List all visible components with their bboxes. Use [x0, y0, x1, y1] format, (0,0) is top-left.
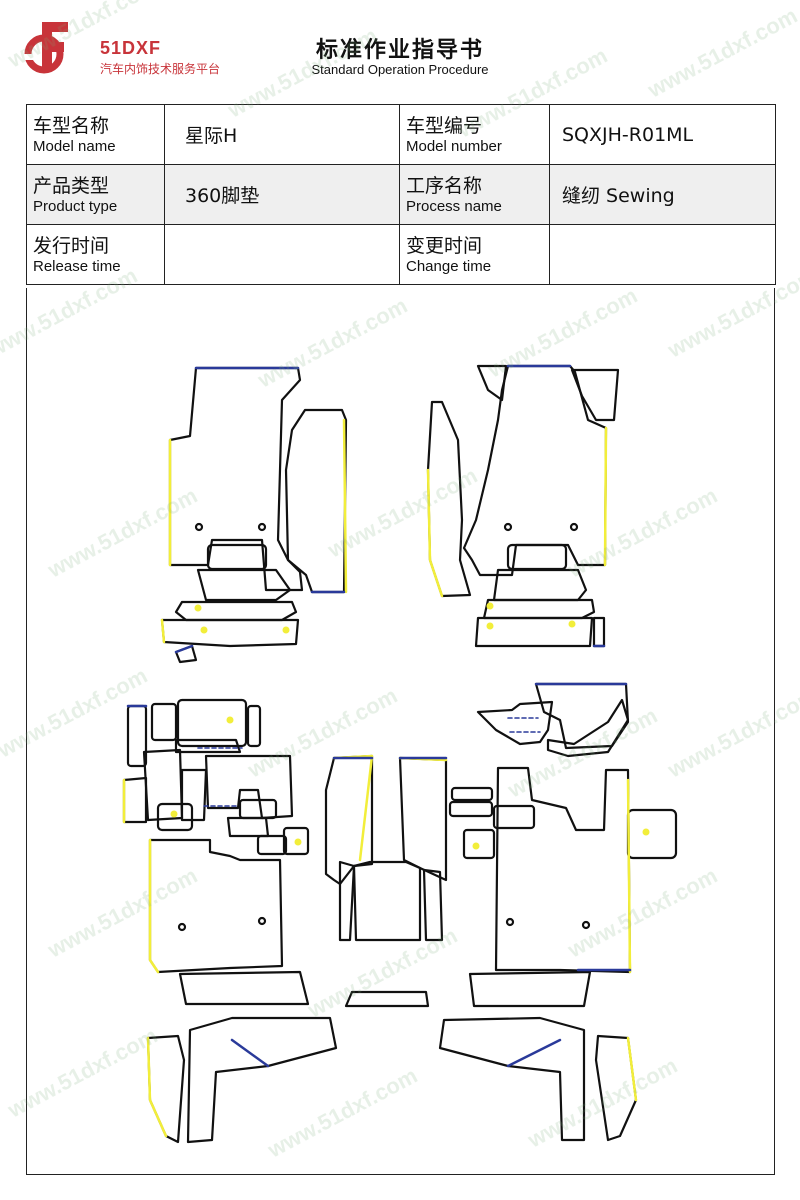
logo-mark-icon	[24, 22, 68, 74]
rear-right-cup-2	[450, 786, 494, 802]
tunnel-center-bridge	[352, 860, 422, 942]
rear-right-cup	[626, 808, 678, 860]
rear-left-cup-3	[226, 816, 270, 838]
rear-left-box-5	[174, 738, 242, 754]
model-number-value: SQXJH-R01ML	[549, 104, 776, 165]
front-left-heel-box	[196, 568, 292, 602]
model-number-label: 车型编号 Model number	[399, 104, 550, 165]
front-right-heel-box	[492, 568, 588, 602]
rear-right-curve	[546, 698, 630, 758]
front-left-mat-piece	[168, 366, 304, 592]
rear-left-strip	[142, 748, 184, 822]
product-type-value: 360脚垫	[164, 164, 400, 225]
rear-right-cup-5	[462, 828, 496, 860]
bottom-left-sill	[178, 970, 310, 1006]
info-row-time: 发行时间 Release time 变更时间 Change time	[26, 224, 776, 285]
rear-left-box-4	[246, 704, 262, 748]
rear-left-cup-2	[238, 798, 278, 820]
rear-left-hole-2	[257, 916, 267, 926]
rear-left-cup-4	[282, 826, 310, 856]
pattern-dashed-guides	[197, 717, 541, 807]
rear-right-hole-1	[505, 917, 515, 927]
floor-mat-pattern-drawing	[122, 364, 678, 1144]
rear-right-cup-4	[492, 804, 536, 830]
front-left-strip-1	[174, 600, 298, 622]
front-left-hole-1	[194, 522, 204, 532]
model-number-label-en: Model number	[406, 137, 502, 155]
rear-right-main-mat	[494, 766, 632, 974]
release-time-label-cn: 发行时间	[33, 234, 110, 257]
bottom-right-sill	[468, 970, 592, 1008]
drawing-frame	[26, 288, 775, 1175]
bottom-center-sill	[344, 990, 430, 1008]
rear-left-box-2	[150, 702, 178, 742]
front-left-side-strip	[284, 408, 348, 594]
logo-brand-text: 51DXF	[100, 38, 162, 58]
change-time-label-cn: 变更时间	[406, 234, 483, 257]
process-name-label-cn: 工序名称	[406, 174, 483, 197]
front-right-strip-1	[482, 598, 596, 620]
pattern-marker-dots	[170, 602, 650, 850]
front-right-mat-piece	[462, 364, 608, 577]
info-row-model: 车型名称 Model name 星际H 车型编号 Model number SQ…	[26, 104, 776, 165]
change-time-label: 变更时间 Change time	[399, 224, 550, 285]
rear-left-panel	[204, 754, 294, 820]
rear-left-box-3	[176, 698, 248, 748]
product-type-label-en: Product type	[33, 197, 118, 215]
release-time-label: 发行时间 Release time	[26, 224, 165, 285]
tunnel-side-1	[338, 860, 356, 942]
front-left-pedal-box	[206, 543, 268, 571]
rear-left-strip-3	[180, 768, 208, 822]
front-left-strip-2	[160, 618, 300, 648]
rear-right-hole-2	[581, 920, 591, 930]
front-right-pedal-box	[506, 543, 568, 571]
rear-left-strip-2	[122, 776, 148, 824]
rear-right-top-piece	[534, 682, 630, 750]
release-time-label-en: Release time	[33, 257, 121, 275]
process-name-value: 缝纫 Sewing	[549, 164, 776, 225]
release-time-value	[164, 224, 400, 285]
rear-left-main-mat	[148, 838, 284, 974]
front-left-hole-2	[257, 522, 267, 532]
front-right-side-strip	[426, 400, 472, 598]
model-name-value: 星际H	[164, 104, 400, 165]
bottom-left-arch	[186, 1016, 338, 1144]
process-name-label: 工序名称 Process name	[399, 164, 550, 225]
pattern-yellow-edges	[122, 418, 638, 1138]
process-name-label-en: Process name	[406, 197, 502, 215]
product-type-label: 产品类型 Product type	[26, 164, 165, 225]
tunnel-side-2	[422, 868, 444, 942]
rear-right-cup-3	[448, 800, 494, 818]
front-right-tab	[592, 616, 606, 648]
change-time-label-en: Change time	[406, 257, 492, 275]
front-right-strip-2	[474, 616, 594, 648]
front-right-top-piece	[570, 368, 620, 422]
bottom-left-wheel	[146, 1034, 186, 1144]
rear-right-arm-piece	[476, 700, 554, 746]
front-right-hole-2	[569, 522, 579, 532]
model-name-label: 车型名称 Model name	[26, 104, 165, 165]
info-table: 车型名称 Model name 星际H 车型编号 Model number SQ…	[26, 104, 776, 285]
bottom-right-arch	[438, 1016, 586, 1142]
pattern-blue-edges	[126, 364, 632, 1068]
info-row-product: 产品类型 Product type 360脚垫 工序名称 Process nam…	[26, 164, 776, 225]
rear-left-hole-1	[177, 922, 187, 932]
rear-left-cup-5	[256, 834, 288, 856]
front-right-corner-tab	[476, 364, 508, 402]
document-title: 标准作业指导书	[315, 38, 484, 63]
pattern-outlines	[122, 364, 678, 1144]
front-right-hole-1	[503, 522, 513, 532]
product-type-label-cn: 产品类型	[33, 174, 110, 197]
brand-logo: 51DXF 汽车内饰技术服务平台	[22, 14, 262, 84]
model-name-label-en: Model name	[33, 137, 116, 155]
model-number-label-cn: 车型编号	[406, 114, 483, 137]
model-name-label-cn: 车型名称	[33, 114, 110, 137]
document-subtitle: Standard Operation Procedure	[311, 62, 489, 77]
rear-left-cup	[156, 802, 194, 832]
logo-tagline: 汽车内饰技术服务平台	[100, 62, 221, 76]
change-time-value	[549, 224, 776, 285]
